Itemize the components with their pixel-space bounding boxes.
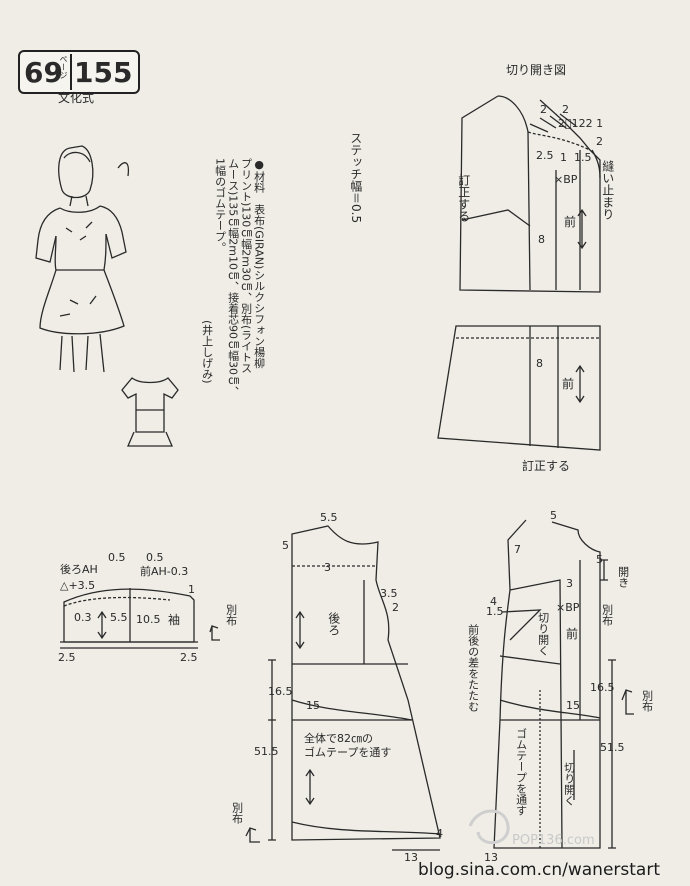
- front-5a: 5: [550, 509, 557, 522]
- sleeve-separate-fabric: 別布: [224, 604, 238, 626]
- back-label: 後ろ: [326, 612, 341, 636]
- cut-label-stitch-stop: 縫い止まり: [600, 160, 615, 220]
- cut-diagram-bodice: [459, 95, 601, 293]
- materials-line-4: 1幅のゴムテープ。: [213, 158, 227, 253]
- front-13: 13: [484, 851, 498, 864]
- back-15: 15: [306, 699, 320, 712]
- materials-line-2: プリント)130㎝幅2m30㎝、別布(ライトス: [239, 158, 253, 374]
- front-515: 51.5: [600, 741, 625, 754]
- back-separate-fabric: 別布: [230, 802, 244, 824]
- front-fold-note: 前後の差をたたむ: [466, 624, 480, 712]
- cut-label-25: 2.5: [536, 149, 554, 162]
- back-13: 13: [404, 851, 418, 864]
- cut-diagram-title: 切り開き図: [506, 63, 567, 77]
- blog-url: blog.sina.com.cn/wanerstart: [418, 860, 660, 880]
- back-165: 16.5: [268, 685, 293, 698]
- front-4: 4: [490, 595, 497, 608]
- back-55: 5.5: [320, 511, 338, 524]
- front-bp: ×BP: [556, 601, 580, 614]
- front-elastic-note: ゴムテープを通す: [514, 728, 528, 816]
- cut-label-2c: 2: [596, 135, 603, 148]
- front-label: 前: [566, 627, 579, 641]
- front-pattern: [493, 519, 634, 849]
- back-35: 3.5: [380, 587, 398, 600]
- cut-label-15: 1.5: [574, 151, 592, 164]
- front-cut-open-1: 切り開く: [536, 612, 550, 656]
- front-3: 3: [566, 577, 573, 590]
- materials-line-1: ●材料 表布(GIRAN)シルクシフォン楊柳: [252, 158, 266, 369]
- page-number: 69: [24, 56, 63, 89]
- sleeve-25b: 2.5: [180, 651, 198, 664]
- back-5: 5: [282, 539, 289, 552]
- front-cut-open-2: 切り開く: [562, 762, 576, 806]
- sleeve-label: 袖: [168, 613, 181, 627]
- front-separate-fabric-1: 別布: [600, 604, 614, 626]
- cut-label-front-1: 前: [564, 215, 577, 229]
- cut-label-correct-2: 訂正する: [522, 459, 571, 473]
- back-pattern: [245, 525, 441, 851]
- back-2: 2: [392, 601, 399, 614]
- pattern-number-badge: 69 ページ 155: [18, 50, 140, 94]
- cut-label-2a: 2: [540, 103, 547, 116]
- front-opening: 開き: [616, 566, 630, 588]
- front-5b: 5: [596, 553, 603, 566]
- sleeve-03: 0.3: [74, 611, 92, 624]
- cut-label-correct-1: 訂正する: [456, 174, 471, 222]
- back-3: 3: [324, 561, 331, 574]
- back-4: 4: [436, 827, 443, 840]
- sleeve-25a: 2.5: [58, 651, 76, 664]
- watermark-logo: [468, 809, 510, 845]
- materials-author: (井上しげみ): [200, 320, 214, 384]
- sleeve-pattern: [60, 588, 220, 649]
- pattern-number: 155: [74, 56, 133, 89]
- flat-sketch: [121, 377, 179, 447]
- sleeve-back-ah: 後ろAH: [60, 563, 98, 576]
- cut-label-8a: 8: [538, 233, 545, 246]
- front-15: 1.5: [486, 605, 504, 618]
- sleeve-front-ah: 前AH-0.3: [140, 565, 189, 578]
- cut-label-2b: 2: [562, 103, 569, 116]
- cut-diagram-skirt: [437, 325, 601, 451]
- cut-label-8b: 8: [536, 357, 543, 370]
- stitch-note: ステッチ幅＝0.5: [348, 132, 363, 224]
- back-515: 51.5: [254, 745, 279, 758]
- front-15b: 15: [566, 699, 580, 712]
- front-separate-fabric-2: 別布: [640, 690, 654, 712]
- sleeve-05a: 0.5: [108, 551, 126, 564]
- cut-label-gathers: 2ﾞ122 1: [558, 117, 604, 130]
- badge-divider: [70, 54, 72, 90]
- cut-label-front-2: 前: [562, 377, 575, 391]
- cut-label-1: 1: [560, 151, 567, 164]
- front-7: 7: [514, 543, 521, 556]
- sleeve-back-ah-plus: △+3.5: [60, 579, 96, 592]
- materials-line-3: ムース)135㎝幅2m10㎝、接着芯90㎝幅30㎝、: [226, 158, 240, 397]
- back-elastic-note: 全体で82㎝の ゴムテープを通す: [304, 732, 392, 760]
- sleeve-105: 10.5: [136, 613, 161, 626]
- sleeve-1: 1: [188, 583, 195, 596]
- watermark-text: POP136.com: [512, 833, 595, 848]
- style-label: 文化式: [58, 91, 95, 105]
- sleeve-55: 5.5: [110, 611, 128, 624]
- sleeve-05b: 0.5: [146, 551, 164, 564]
- model-illustration: [35, 145, 130, 373]
- page-suffix: ページ: [59, 55, 68, 79]
- cut-label-bp: ×BP: [554, 173, 578, 186]
- front-165: 16.5: [590, 681, 615, 694]
